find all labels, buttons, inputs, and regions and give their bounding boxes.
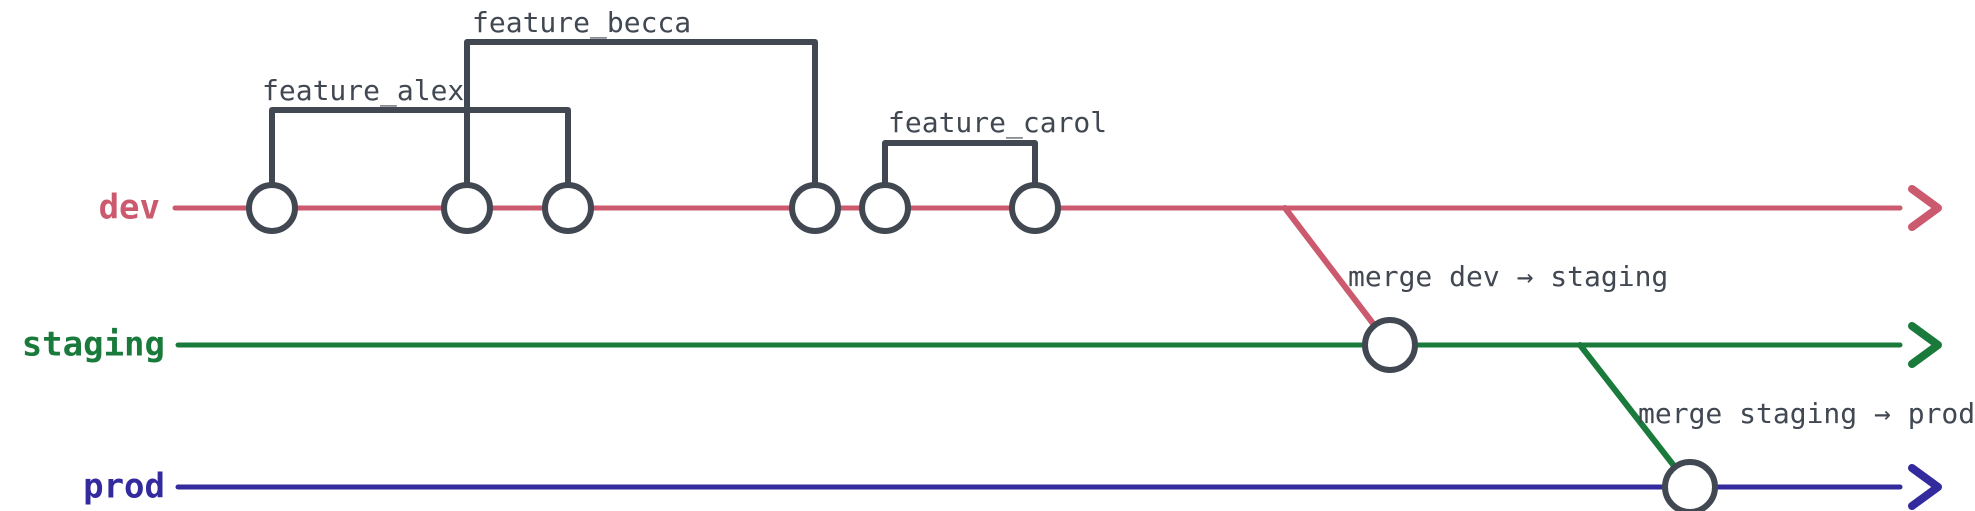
lane-labels-group: dev staging prod [22, 188, 165, 507]
merge-line-dev-to-staging[interactable] [1282, 205, 1381, 333]
lane-label-staging: staging [22, 325, 165, 365]
commit-node[interactable] [441, 182, 493, 234]
feature-brackets-group [269, 39, 1038, 191]
feature-branch-label-carol: feature_carol [888, 106, 1107, 140]
commit-node[interactable] [859, 182, 911, 234]
commit-node[interactable] [542, 182, 594, 234]
merge-line-staging-to-prod[interactable] [1577, 342, 1681, 474]
lane-lines-group [172, 185, 1942, 510]
feature-branch-bracket-becca[interactable] [464, 39, 818, 191]
commit-nodes-group [246, 182, 1718, 511]
feature-branch-bracket-alex[interactable] [269, 107, 571, 191]
merge-label-staging-to-prod: merge staging → prod [1638, 397, 1975, 430]
merge-label-dev-to-staging: merge dev → staging [1348, 260, 1668, 293]
merge-labels-group: merge dev → staging merge staging → prod [1348, 260, 1975, 430]
merge-commit-node-staging[interactable] [1362, 317, 1418, 373]
feature-branch-bracket-carol[interactable] [882, 140, 1038, 191]
lane-label-prod: prod [83, 467, 165, 507]
feature-branch-label-alex: feature_alex [262, 74, 464, 108]
commit-node[interactable] [1009, 182, 1061, 234]
feature-branch-label-becca: feature_becca [472, 6, 691, 40]
commit-node[interactable] [246, 182, 298, 234]
merge-lines-group [1282, 205, 1681, 474]
lane-arrow-prod [1908, 464, 1942, 510]
feature-labels-group: feature_alex feature_becca feature_carol [262, 6, 1107, 140]
lane-arrow-staging [1908, 322, 1942, 368]
commit-node[interactable] [789, 182, 841, 234]
lane-label-dev: dev [99, 188, 160, 228]
merge-commit-node-prod[interactable] [1662, 459, 1718, 511]
lane-arrow-dev [1908, 185, 1942, 231]
